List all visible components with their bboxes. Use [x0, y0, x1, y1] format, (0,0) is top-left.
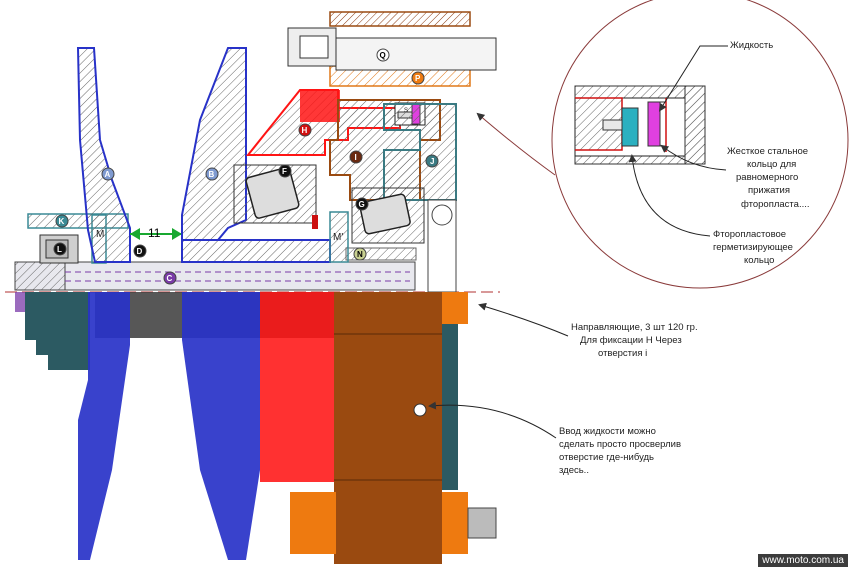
svg-text:прижатия: прижатия [748, 185, 790, 196]
svg-text:M': M' [333, 232, 343, 243]
marker-d: D [133, 244, 147, 258]
callout-ptfe-seal: Фторопластовое герметизирующее кольцо [713, 229, 793, 266]
callout-fluid-input: Ввод жидкости можно сделать просто просв… [559, 426, 681, 476]
svg-text:герметизирующее: герметизирующее [713, 242, 793, 253]
detail-leader [476, 112, 556, 176]
svg-text:G: G [359, 200, 365, 209]
svg-text:I: I [355, 153, 357, 162]
marker-l: L [53, 242, 67, 256]
svg-text:M: M [96, 229, 104, 240]
marker-j: J [425, 154, 439, 168]
svg-text:F: F [282, 167, 287, 176]
svg-text:Жесткое стальное: Жесткое стальное [727, 146, 808, 157]
svg-text:P: P [415, 74, 421, 83]
marker-m: M [96, 229, 104, 240]
lower-bolt-end [467, 507, 497, 539]
bearing-g [351, 187, 425, 244]
marker-f: F [278, 164, 292, 178]
lower-teal-nut [25, 292, 90, 370]
sheave-b-hub [181, 239, 331, 263]
callout-guides: Направляющие, 3 шт 120 гр. Для фиксации … [571, 322, 698, 359]
sheave-a [76, 47, 131, 263]
svg-text:отверстие где-нибудь: отверстие где-нибудь [559, 452, 654, 463]
bolt-q [287, 27, 497, 71]
svg-text:Фторопластовое: Фторопластовое [713, 229, 786, 240]
shaft-c [14, 261, 416, 291]
svg-text:равномерного: равномерного [736, 172, 798, 183]
callout-liquid: Жидкость [730, 40, 773, 51]
marker-g: G [355, 197, 369, 211]
lower-part-h [260, 292, 334, 482]
svg-text:кольцо для: кольцо для [747, 159, 796, 170]
dimension-label: 11 [148, 226, 161, 240]
callout-steel-ring: Жесткое стальное кольцо для равномерного… [727, 146, 810, 210]
part-m-prime [329, 211, 349, 263]
part-j [383, 103, 457, 201]
svg-text:Ввод жидкости можно: Ввод жидкости можно [559, 426, 656, 437]
svg-text:D: D [137, 247, 143, 256]
marker-s: S [404, 108, 408, 114]
svg-text:K: K [59, 217, 65, 226]
marker-p: P [411, 71, 425, 85]
svg-text:фторопласта....: фторопласта.... [741, 199, 810, 210]
svg-text:здесь..: здесь.. [559, 465, 589, 476]
svg-text:C: C [167, 274, 173, 283]
svg-text:Для фиксации Н Через: Для фиксации Н Через [580, 335, 682, 346]
svg-text:B: B [209, 170, 215, 179]
svg-text:H: H [302, 126, 308, 135]
marker-a: A [101, 167, 115, 181]
svg-text:сделать просто просверлив: сделать просто просверлив [559, 439, 681, 450]
svg-text:отверстия i: отверстия i [598, 348, 647, 359]
svg-text:кольцо: кольцо [744, 255, 774, 266]
marker-k: K [55, 214, 69, 228]
svg-text:Направляющие, 3 шт 120 гр.: Направляющие, 3 шт 120 гр. [571, 322, 698, 333]
marker-b: B [205, 167, 219, 181]
lower-guide-bottom-right [442, 492, 468, 554]
marker-i: I [349, 150, 363, 164]
lower-sheave-a [78, 292, 130, 560]
lower-guide-bottom-left [290, 492, 336, 554]
lower-guide-top [442, 292, 468, 324]
marker-n: N [353, 247, 367, 261]
svg-text:N: N [357, 250, 363, 259]
dimension-11: 11 [130, 226, 182, 240]
lower-part-i [334, 292, 442, 564]
svg-text:L: L [57, 245, 62, 254]
svg-text:S: S [404, 108, 408, 114]
housing-right [427, 199, 457, 293]
marker-c: C [163, 271, 177, 285]
fluid-hole [413, 403, 427, 417]
bearing-f [233, 164, 317, 224]
marker-q: Q [376, 48, 390, 62]
marker-h: H [298, 123, 312, 137]
lower-sheave-b [182, 292, 260, 560]
detail-zoom [551, 0, 849, 289]
svg-text:J: J [430, 157, 434, 166]
marker-m-prime: M' [333, 232, 343, 243]
svg-text:A: A [105, 170, 111, 179]
watermark: www.moto.com.ua [758, 554, 848, 567]
svg-text:Q: Q [380, 51, 386, 60]
